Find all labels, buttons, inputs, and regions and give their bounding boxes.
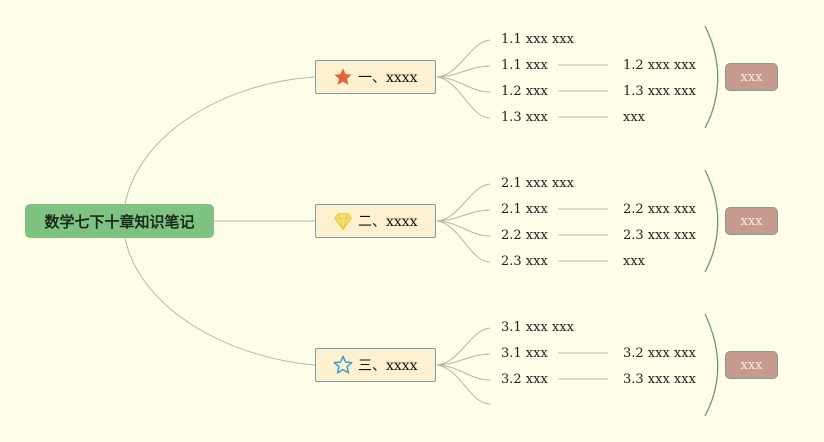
connector-root-branch-1 bbox=[124, 76, 316, 205]
summary-topic-3[interactable]: xxx bbox=[725, 351, 778, 379]
leaf-topic[interactable]: 1.1 xxx xxx bbox=[501, 32, 574, 47]
star-icon bbox=[332, 66, 354, 88]
leaf-topic[interactable]: 3.1 xxx bbox=[501, 346, 548, 361]
summary-bracket-2 bbox=[704, 169, 719, 273]
branch-label: 三、xxxx bbox=[358, 358, 418, 374]
sub-leaf-topic[interactable]: 2.2 xxx xxx bbox=[623, 202, 696, 217]
leaf-topic[interactable]: 1.2 xxx bbox=[501, 84, 548, 99]
sub-leaf-topic[interactable]: 3.2 xxx xxx bbox=[623, 346, 696, 361]
leaf-topic[interactable]: 3.2 xxx bbox=[501, 372, 548, 387]
summary-topic-1[interactable]: xxx bbox=[725, 63, 778, 91]
sub-leaf-topic[interactable]: 1.3 xxx xxx bbox=[623, 84, 696, 99]
leaf-topic[interactable]: 2.1 xxx bbox=[501, 202, 548, 217]
summary-bracket-1 bbox=[704, 25, 719, 129]
diamond-icon bbox=[332, 210, 354, 232]
summary-topic-2[interactable]: xxx bbox=[725, 207, 778, 235]
connector-root-branch-3 bbox=[124, 237, 316, 366]
leaf-topic[interactable]: 2.2 xxx bbox=[501, 228, 548, 243]
leaf-topic[interactable]: 1.1 xxx bbox=[501, 58, 548, 73]
branch-label: 二、xxxx bbox=[358, 214, 418, 230]
branch-label: 一、xxxx bbox=[358, 70, 418, 86]
leaf-topic[interactable]: 3.1 xxx xxx bbox=[501, 320, 574, 335]
central-topic[interactable]: 数学七下十章知识笔记 bbox=[25, 204, 214, 238]
sub-leaf-topic[interactable]: 2.3 xxx xxx bbox=[623, 228, 696, 243]
summary-bracket-3 bbox=[704, 313, 719, 417]
branch-topic-3[interactable]: 三、xxxx bbox=[315, 348, 436, 382]
branch-topic-2[interactable]: 二、xxxx bbox=[315, 204, 436, 238]
sub-leaf-topic[interactable]: 1.2 xxx xxx bbox=[623, 58, 696, 73]
sub-leaf-topic[interactable]: 3.3 xxx xxx bbox=[623, 372, 696, 387]
star-outline-icon bbox=[332, 354, 354, 376]
leaf-topic[interactable]: 1.3 xxx bbox=[501, 110, 548, 125]
leaf-topic[interactable]: 2.1 xxx xxx bbox=[501, 176, 574, 191]
branch-topic-1[interactable]: 一、xxxx bbox=[315, 60, 436, 94]
sub-leaf-topic[interactable]: xxx bbox=[623, 254, 645, 269]
leaf-topic[interactable]: 2.3 xxx bbox=[501, 254, 548, 269]
sub-leaf-topic[interactable]: xxx bbox=[623, 110, 645, 125]
